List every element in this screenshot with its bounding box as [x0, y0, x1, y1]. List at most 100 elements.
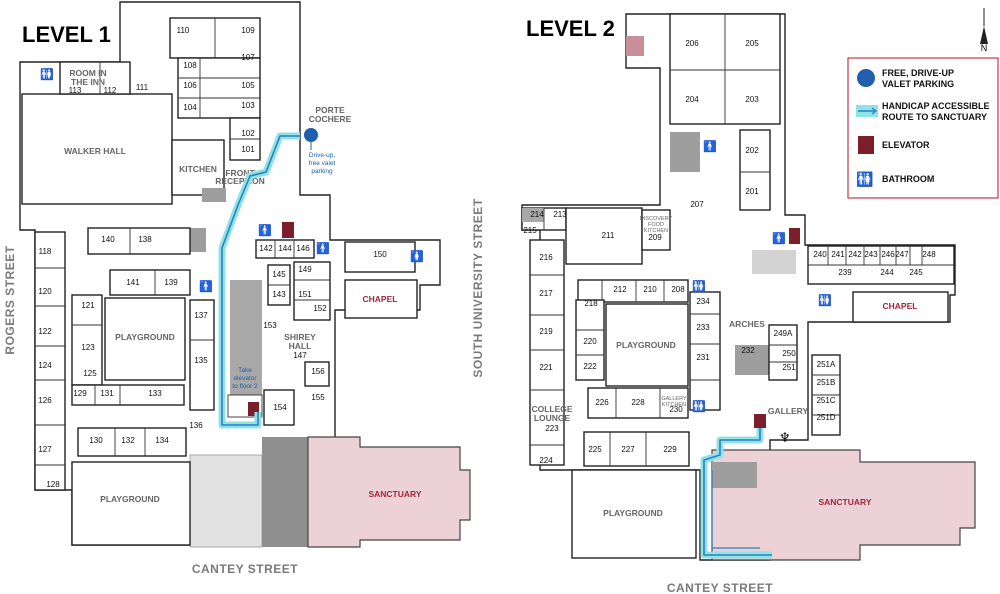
room-number-label: 153 [263, 321, 277, 330]
l1-sanctuary [307, 436, 471, 548]
room-number-label: 246 [881, 250, 895, 259]
porte-cochere-label-2: COCHERE [309, 114, 352, 124]
room-number-label: 112 [104, 86, 117, 95]
room-number-label: 110 [177, 26, 190, 35]
room-number-label: 128 [46, 480, 60, 489]
legend-elevator-icon [858, 136, 874, 154]
legend-valet-2: VALET PARKING [882, 79, 954, 89]
level-2-title: LEVEL 2 [526, 16, 615, 41]
room-number-label: 111 [136, 83, 149, 92]
l2-block-249a-251 [768, 324, 798, 381]
gallery-icon: ♆ [779, 431, 791, 446]
room-number-label: 216 [539, 253, 553, 262]
south-university-street: SOUTH UNIVERSITY STREET [471, 198, 485, 377]
l2-bathroom-icon-4: 🚻 [692, 400, 706, 413]
room-number-label: 251 [782, 363, 796, 372]
level-2-plan: LEVEL 2 [521, 13, 976, 594]
room-number-label: 201 [745, 187, 759, 196]
room-in-the-inn-label-2: THE INN [71, 77, 105, 87]
room-number-label: 108 [183, 61, 197, 70]
l1-valet-marker [304, 128, 318, 142]
legend-elevator: ELEVATOR [882, 140, 930, 150]
arches-label: ARCHES [729, 319, 765, 329]
room-number-label: 143 [272, 290, 286, 299]
l1-block-149-152 [293, 261, 331, 321]
room-number-label: 209 [648, 233, 662, 242]
room-number-label: 127 [38, 445, 52, 454]
discovery-label-2: FOOD [648, 222, 664, 228]
valet-note-3: parking [311, 168, 333, 175]
l2-sanctuary-label: SANCTUARY [818, 497, 871, 507]
l1-block-108-104 [177, 57, 261, 119]
room-number-label: 109 [241, 26, 255, 35]
room-number-label: 126 [38, 396, 52, 405]
l2-chapel [852, 291, 949, 323]
room-number-label: 208 [671, 285, 685, 294]
l2-playground-south [571, 469, 697, 559]
room-number-label: 156 [311, 367, 325, 376]
room-number-label: 215 [523, 226, 537, 235]
shirey-hall-label: SHIREY [284, 332, 316, 342]
room-number-label: 130 [89, 436, 103, 445]
legend-route-2: ROUTE TO SANCTUARY [882, 112, 987, 122]
room-number-label: 213 [553, 210, 567, 219]
room-number-label: 123 [81, 343, 95, 352]
room-number-label: 140 [101, 235, 115, 244]
room-number-label: 155 [311, 393, 325, 402]
room-number-label: 138 [138, 235, 152, 244]
room-number-label: 104 [183, 103, 197, 112]
college-lounge-label-2: LOUNGE [534, 413, 571, 423]
front-reception-label: FRONT [225, 168, 255, 178]
l1-room-150 [344, 241, 416, 273]
room-number-label: 120 [38, 287, 52, 296]
room-number-label: 121 [81, 301, 95, 310]
room-number-label: 151 [298, 290, 312, 299]
room-number-label: 224 [539, 456, 553, 465]
kitchen-label: KITCHEN [179, 164, 217, 174]
l1-block-121-123 [71, 294, 103, 386]
room-number-label: 107 [241, 53, 255, 62]
room-number-label: 102 [241, 129, 255, 138]
level-1-plan: LEVEL 1 [3, 1, 485, 576]
level-1-title: LEVEL 1 [22, 22, 111, 47]
room-number-label: 251D [816, 413, 835, 422]
room-number-label: 125 [83, 369, 97, 378]
l2-stair-dark [670, 132, 700, 172]
room-number-label: 225 [588, 445, 602, 454]
room-number-label: 210 [643, 285, 657, 294]
room-number-label: 212 [613, 285, 627, 294]
room-number-label: 118 [39, 247, 52, 256]
l2-elevator-north [789, 228, 800, 244]
room-number-label: 221 [539, 363, 553, 372]
l1-block-140-138 [87, 227, 191, 255]
l1-bathroom-icon-3: 🚹 [258, 224, 272, 237]
l1-elevator-south [248, 402, 259, 416]
room-number-label: 249A [774, 329, 793, 338]
l1-west-rooms [34, 231, 66, 491]
room-number-label: 229 [663, 445, 677, 454]
l2-block-202-201 [739, 129, 771, 211]
college-lounge-number: 223 [545, 424, 559, 433]
room-number-label: 251A [817, 360, 836, 369]
l2-block-218-222 [575, 299, 605, 381]
level-2-outline [521, 13, 956, 561]
shirey-hall-number: 147 [293, 351, 307, 360]
legend-valet-icon [857, 69, 875, 87]
room-number-label: 106 [183, 81, 197, 90]
l1-playground-courtyard [104, 297, 186, 381]
room-number-label: 240 [813, 250, 827, 259]
l2-room-209 [641, 209, 671, 251]
room-number-label: 250 [782, 349, 796, 358]
room-number-label: 105 [241, 81, 255, 90]
l2-accessible-route [703, 428, 772, 556]
room-number-label: 136 [189, 421, 203, 430]
l2-sanctuary-stair [712, 462, 757, 488]
l2-stair-pink [626, 36, 644, 56]
gallery-kitchen-label: GALLERY [661, 396, 687, 402]
room-number-label: 248 [922, 250, 936, 259]
l2-block-225-229 [583, 431, 690, 467]
l1-stair-1 [190, 228, 206, 252]
room-number-label: 124 [38, 361, 52, 370]
room-number-label: 205 [745, 39, 759, 48]
room-number-label: 247 [895, 250, 909, 259]
